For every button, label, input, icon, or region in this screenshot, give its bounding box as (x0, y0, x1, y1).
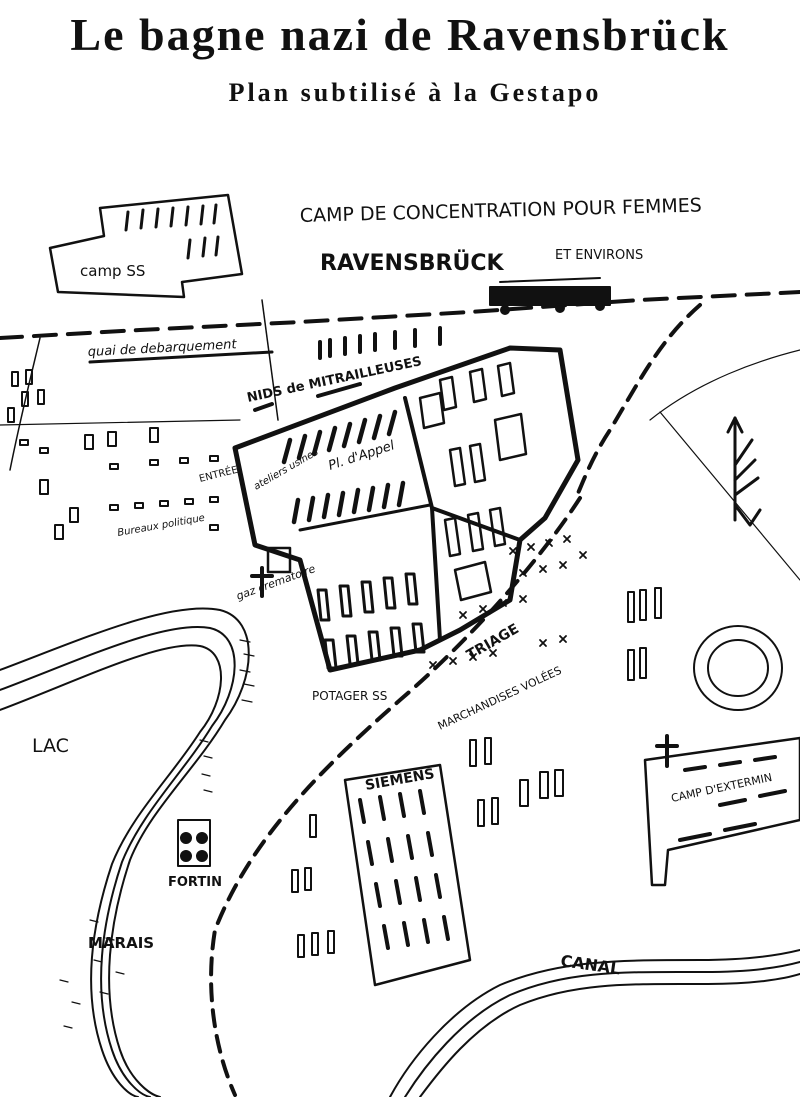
map-heading-ravensbruck: RAVENSBRÜCK (320, 250, 505, 276)
train-icon (489, 277, 611, 315)
page-subtitle: Plan subtilisé à la Gestapo (228, 78, 602, 107)
label-marais: MARAIS (88, 934, 154, 952)
road-4 (649, 349, 800, 421)
oval-arena (693, 625, 783, 711)
fortin-structure (177, 819, 211, 867)
ss-camp-outline (48, 193, 244, 299)
label-lac: LAC (32, 735, 69, 757)
label-marchandises: MARCHANDISES VOLÉES (436, 664, 564, 733)
map-heading-environs: ET ENVIRONS (555, 248, 643, 263)
camp-barracks-north (281, 409, 406, 525)
inner-wall-4 (298, 503, 432, 532)
quai-underline (88, 350, 274, 364)
crematorium-building (266, 546, 292, 574)
small-buildings-west (7, 369, 219, 540)
label-camp-ss: camp SS (80, 262, 145, 280)
camp-barracks-east (418, 361, 528, 602)
map-heading-line1: CAMP DE CONCENTRATION POUR FEMMES (300, 194, 703, 227)
ss-camp-barracks (124, 203, 220, 260)
marsh-hatching (59, 639, 255, 1029)
crematorium-cross-icon (250, 566, 274, 598)
camp-barracks-south (316, 572, 426, 670)
road-1 (9, 337, 41, 471)
north-arrow-icon (726, 416, 762, 527)
label-potager: POTAGER SS (312, 689, 387, 703)
page-title: Le bagne nazi de Ravensbrück (70, 9, 730, 60)
road-2 (261, 299, 279, 421)
siemens-block (343, 763, 472, 987)
label-extermination: CAMP D'EXTERMIN (670, 771, 773, 805)
label-canal: CANAL (559, 951, 621, 978)
river-lac (0, 607, 250, 1097)
label-bureaux: Bureaux politique (117, 513, 206, 539)
extermination-barracks (678, 755, 787, 842)
buildings-around-siemens (291, 737, 564, 958)
triage-crosses (429, 535, 587, 669)
label-appel: Pl. d'Appel (327, 438, 397, 474)
extermination-cross-icon (655, 734, 679, 768)
machine-gun-nests (253, 326, 442, 412)
siemens-buildings (358, 789, 450, 950)
label-triage: TRIAGE (464, 621, 522, 664)
buildings-east (627, 587, 662, 681)
road-3 (0, 419, 241, 426)
road-5 (659, 411, 800, 581)
label-entree: ENTRÉE (198, 463, 239, 485)
railway-line (0, 290, 800, 340)
inner-wall-3 (430, 506, 442, 642)
label-fortin: FORTIN (168, 875, 222, 890)
dashed-road-north (573, 303, 702, 502)
dashed-road-main (209, 496, 582, 1097)
extermination-camp-outline (643, 736, 800, 887)
canal (389, 949, 800, 1097)
